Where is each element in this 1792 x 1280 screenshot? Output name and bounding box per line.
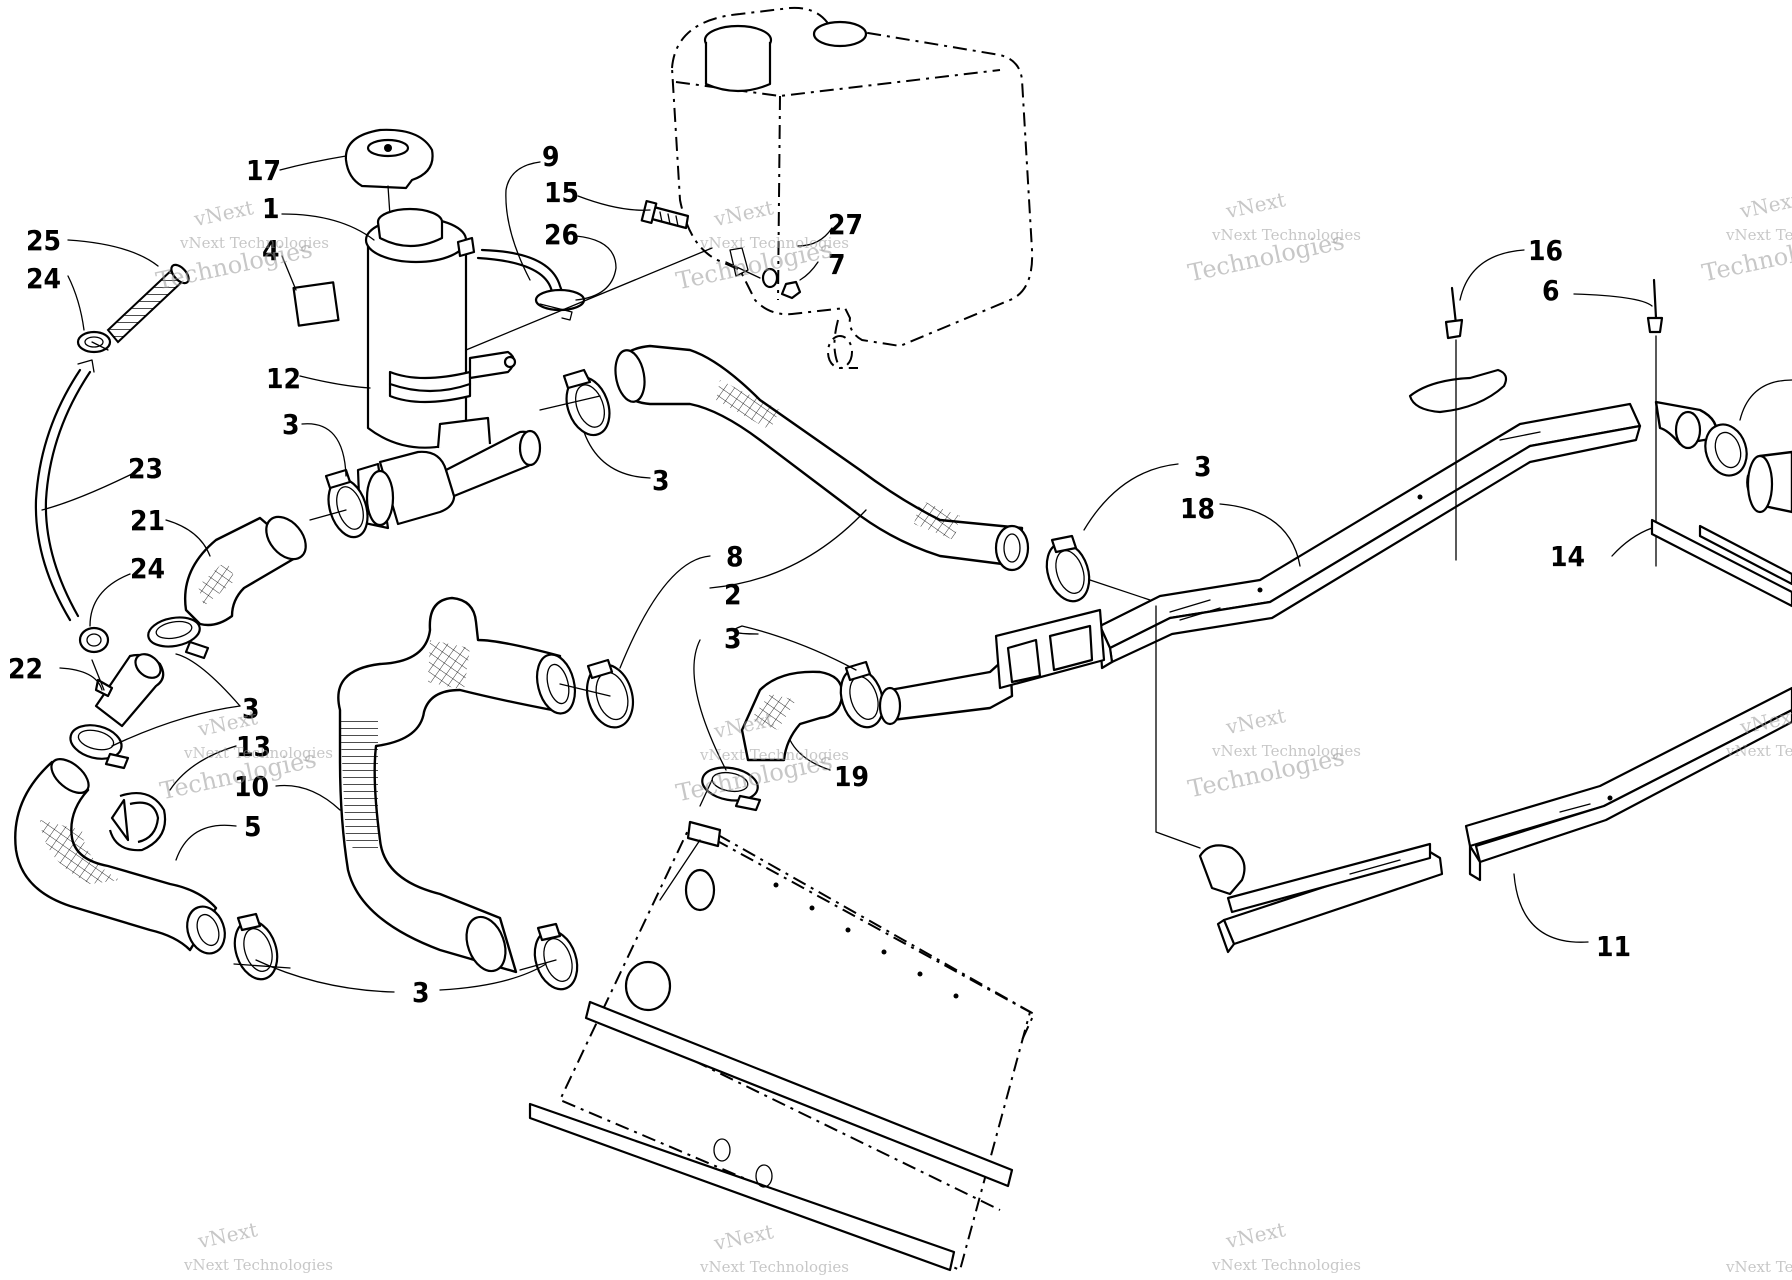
watermark-text: vNext bbox=[191, 195, 256, 231]
clamp-24-bottom bbox=[78, 626, 110, 654]
callout-12: 12 bbox=[266, 362, 301, 395]
clamp-3-hose21-lower bbox=[147, 616, 210, 660]
callout-3-upper: 3 bbox=[282, 408, 300, 441]
callout-1: 1 bbox=[262, 192, 280, 225]
callout-3-bottom: 3 bbox=[412, 976, 430, 1009]
hose-21 bbox=[184, 515, 307, 627]
callout-26: 26 bbox=[544, 218, 579, 251]
watermark-text: vNext Technologies bbox=[183, 744, 333, 762]
callout-16: 16 bbox=[1528, 234, 1563, 267]
clamp-3-hose5-end bbox=[233, 912, 279, 981]
watermark-text: vNext Technologies bbox=[699, 234, 849, 252]
watermark-text: vNext bbox=[195, 1217, 260, 1253]
clamp-3-hose19 bbox=[839, 660, 885, 729]
watermark-text: vNext Technologies bbox=[179, 234, 329, 252]
connector-hose bbox=[878, 652, 1014, 726]
clamp-3-left-reservoir bbox=[324, 468, 369, 539]
clamp-26 bbox=[534, 288, 586, 312]
callout-10: 10 bbox=[234, 770, 269, 803]
hose-10 bbox=[337, 596, 577, 974]
rivet-16 bbox=[1444, 286, 1464, 561]
callout-3-left: 3 bbox=[242, 692, 260, 725]
callout-22: 22 bbox=[8, 652, 43, 685]
leader-lines bbox=[41, 155, 1792, 993]
callout-3-hose19: 3 bbox=[724, 622, 742, 655]
callout-17: 17 bbox=[246, 154, 281, 187]
watermark-text: vNext Technologies bbox=[1211, 226, 1361, 244]
patch-plate bbox=[1408, 368, 1508, 414]
watermark-text: vNext bbox=[1223, 703, 1288, 739]
watermark-text: vNext Technologies bbox=[699, 1258, 849, 1276]
radiator bbox=[528, 820, 1036, 1272]
watermarks: vNext Technologies vNext Technologies vN… bbox=[154, 187, 1792, 1276]
bracket-14 bbox=[1650, 518, 1792, 608]
callout-3-right: 3 bbox=[1194, 450, 1212, 483]
hose-2 bbox=[614, 344, 1030, 572]
watermark-text: vNext Technologies bbox=[699, 746, 849, 764]
heat-exchanger-11 bbox=[1198, 686, 1792, 954]
callout-15: 15 bbox=[544, 176, 579, 209]
radiator-cap bbox=[344, 128, 434, 217]
callout-27: 27 bbox=[828, 208, 863, 241]
callout-21: 21 bbox=[130, 504, 165, 537]
callout-24-bottom: 24 bbox=[130, 552, 165, 585]
watermark-text: vNext Technologies bbox=[1725, 1258, 1792, 1276]
right-hose-stub bbox=[1654, 400, 1792, 514]
callout-2: 2 bbox=[724, 578, 742, 611]
callout-23: 23 bbox=[128, 452, 163, 485]
clamp-3-right-reservoir bbox=[562, 368, 611, 437]
watermark-text: vNext Technologies bbox=[1725, 226, 1792, 244]
heat-exchanger-18 bbox=[994, 402, 1642, 690]
clamp-3-fitting22 bbox=[69, 724, 130, 770]
callout-24-top: 24 bbox=[26, 262, 61, 295]
hose-25 bbox=[106, 263, 190, 344]
hose-5 bbox=[14, 758, 226, 955]
callout-18: 18 bbox=[1180, 492, 1215, 525]
watermark-text: vNext bbox=[1223, 187, 1288, 223]
watermark-text: vNext Technologies bbox=[1211, 742, 1361, 760]
clamp-13 bbox=[108, 792, 167, 852]
callout-4: 4 bbox=[262, 234, 280, 267]
hose-19 bbox=[740, 670, 844, 762]
callout-13: 13 bbox=[236, 730, 271, 763]
callout-7: 7 bbox=[828, 248, 846, 281]
watermark-text: vNext Technologies bbox=[1725, 742, 1792, 760]
watermark-text: vNext Technologies bbox=[1211, 1256, 1361, 1274]
callout-11: 11 bbox=[1596, 930, 1631, 963]
assembly-lines bbox=[91, 247, 1201, 971]
fitting-22 bbox=[94, 653, 165, 728]
oil-tank bbox=[670, 6, 1034, 369]
watermark-text: vNext bbox=[711, 195, 776, 231]
callout-9: 9 bbox=[542, 140, 560, 173]
watermark-text: vNext bbox=[1223, 1217, 1288, 1253]
clamp-3-radiator bbox=[701, 766, 762, 812]
watermark-text: vNext bbox=[711, 1219, 776, 1255]
watermark-text: vNext bbox=[1737, 187, 1792, 223]
callout-25: 25 bbox=[26, 224, 61, 257]
callout-6: 6 bbox=[1542, 274, 1560, 307]
coolant-reservoir bbox=[292, 207, 517, 449]
clamp-3-hose2-end bbox=[1045, 534, 1091, 603]
watermark-text: vNext Technologies bbox=[183, 1256, 333, 1274]
tube-23 bbox=[34, 368, 82, 622]
callout-3-reservoir-right: 3 bbox=[652, 464, 670, 497]
callout-14: 14 bbox=[1550, 540, 1585, 573]
callout-5: 5 bbox=[244, 810, 262, 843]
callout-19: 19 bbox=[834, 760, 869, 793]
fastener-set bbox=[640, 199, 802, 300]
callout-8: 8 bbox=[726, 540, 744, 573]
callout-labels: 17 9 1 4 15 26 27 7 25 24 12 3 3 23 21 2… bbox=[8, 140, 1631, 1009]
